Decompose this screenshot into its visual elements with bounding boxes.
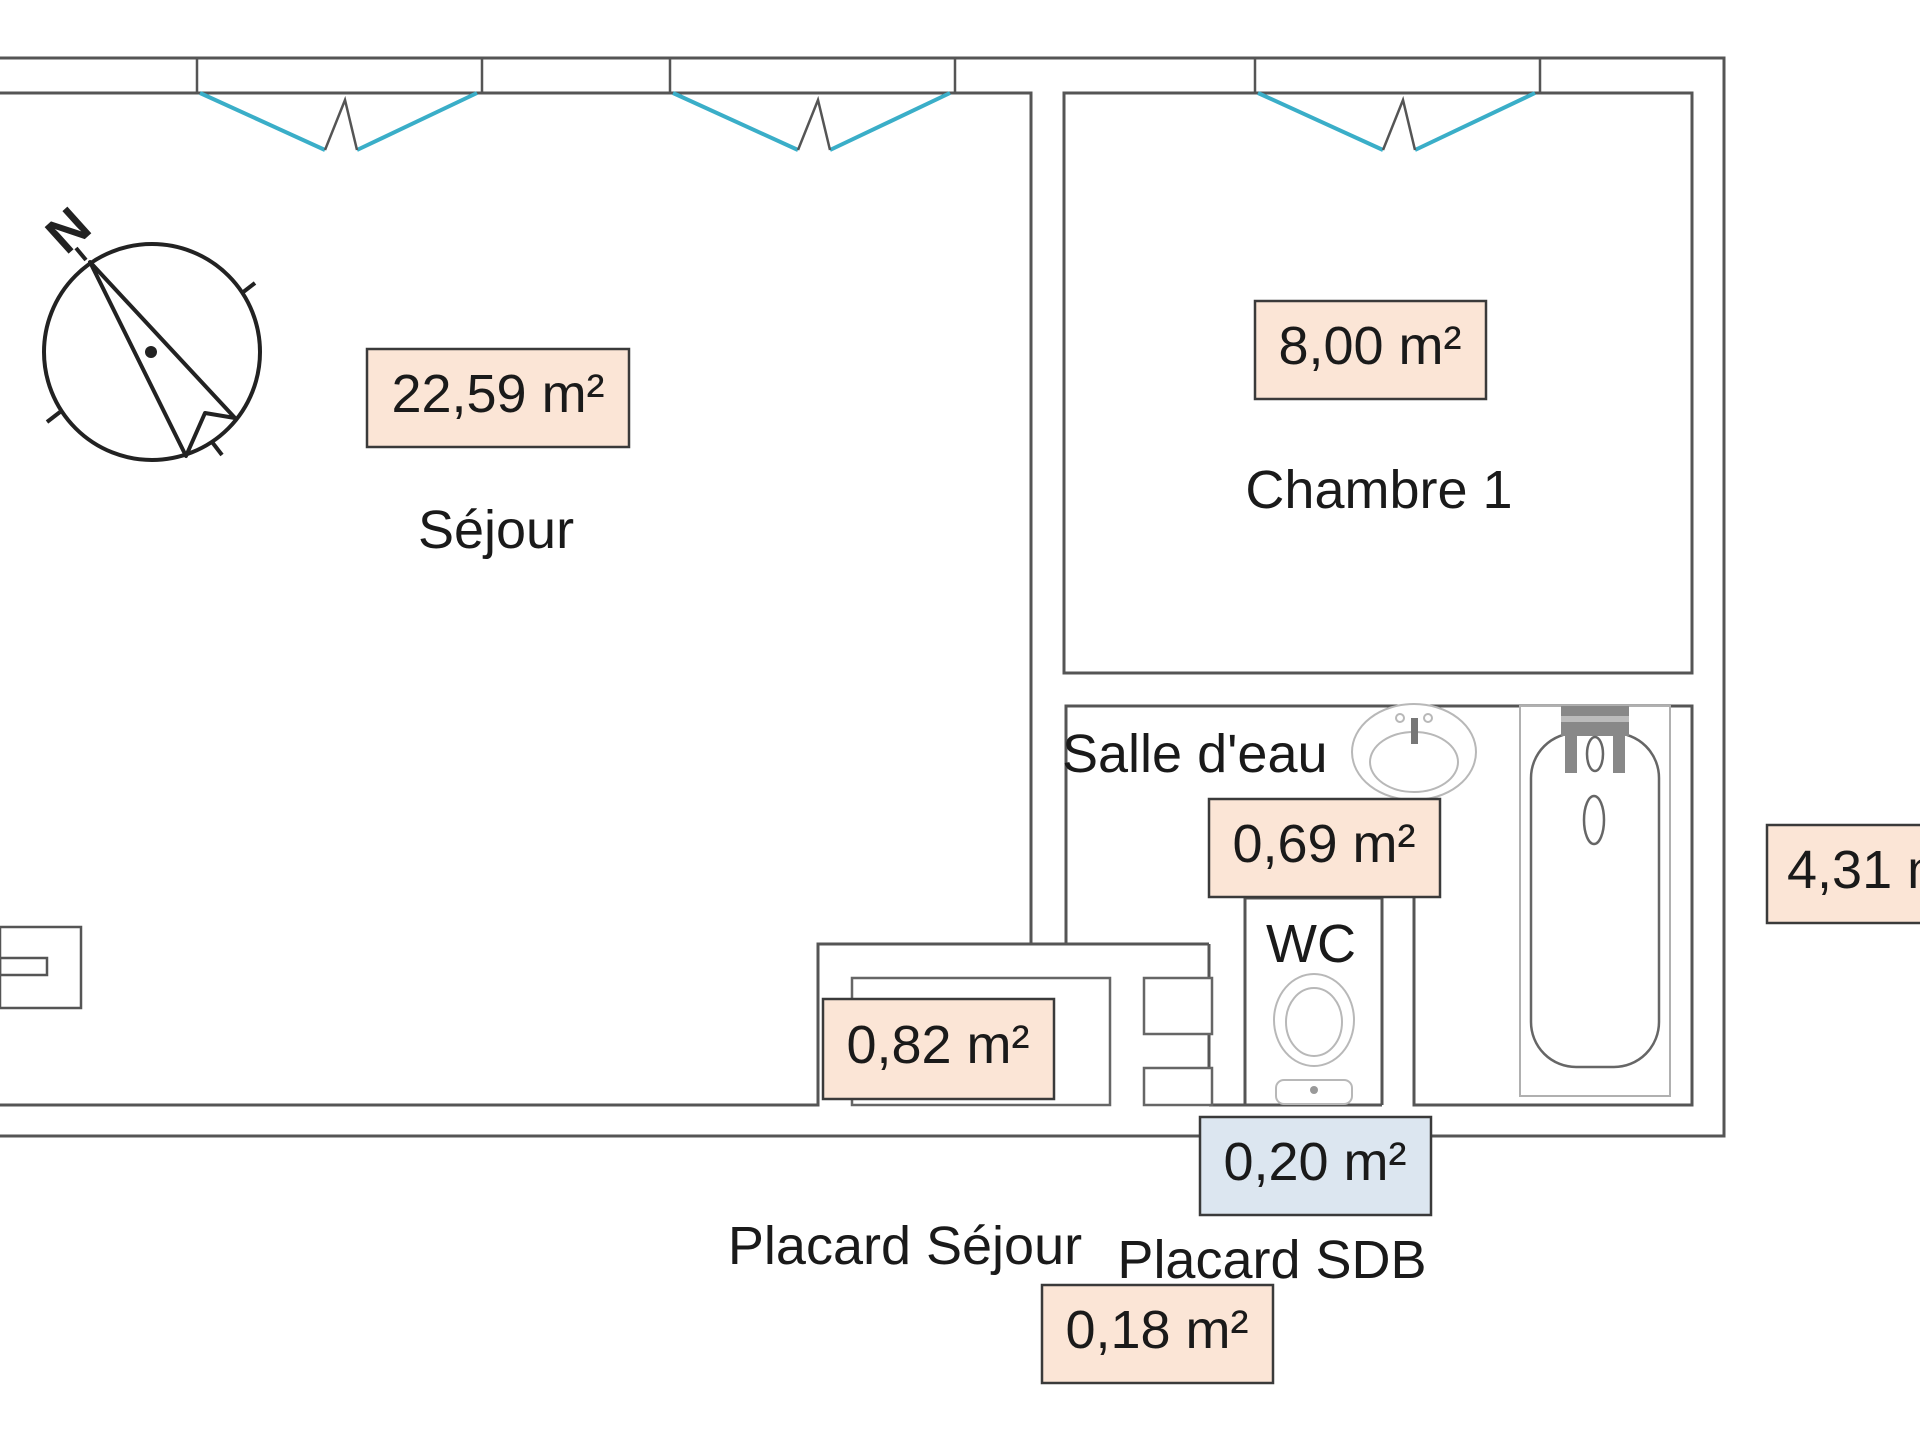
sink-icon (1351, 703, 1477, 801)
salle-eau-walls (1064, 704, 1694, 1107)
room-name-placard-sejour: Placard Séjour (728, 1216, 1082, 1276)
outer-walls (0, 56, 1726, 1138)
room-name-sejour: Séjour (418, 500, 574, 560)
window-sejour-right (668, 56, 957, 152)
toilet-icon (1273, 973, 1355, 1105)
area-badge-salle-eau: 4,31 m² (1765, 823, 1920, 925)
compass-north-label: N (35, 197, 102, 265)
shelf-upper (1142, 976, 1214, 1036)
svg-text:0,18 m²: 0,18 m² (1065, 1300, 1248, 1360)
svg-text:0,82 m²: 0,82 m² (846, 1015, 1029, 1075)
window-sejour-left (195, 56, 484, 152)
svg-text:8,00 m²: 8,00 m² (1278, 316, 1461, 376)
radiator (0, 925, 83, 1010)
svg-text:0,20 m²: 0,20 m² (1223, 1132, 1406, 1192)
window-chambre (1253, 56, 1542, 152)
area-badge-placard-sdb: 0,18 m² (1040, 1283, 1275, 1385)
shelf-lower (1142, 1066, 1214, 1107)
room-name-salle-eau: Salle d'eau (1062, 724, 1328, 784)
compass-rose-icon: N (35, 197, 262, 462)
svg-text:22,59 m²: 22,59 m² (391, 364, 604, 424)
room-name-chambre-1: Chambre 1 (1245, 460, 1512, 520)
room-name-wc: WC (1266, 914, 1356, 974)
bathtub-icon (1519, 705, 1671, 1097)
svg-text:4,31 m²: 4,31 m² (1787, 840, 1920, 900)
svg-text:0,69 m²: 0,69 m² (1232, 814, 1415, 874)
area-badge-placard-sejour: 0,82 m² (821, 997, 1056, 1101)
area-badge-extra: 0,20 m² (1198, 1115, 1433, 1217)
area-badge-sejour: 22,59 m² (365, 347, 631, 449)
area-badge-chambre-1: 8,00 m² (1253, 299, 1488, 401)
room-name-placard-sdb: Placard SDB (1117, 1230, 1426, 1290)
area-badge-wc: 0,69 m² (1207, 797, 1442, 899)
